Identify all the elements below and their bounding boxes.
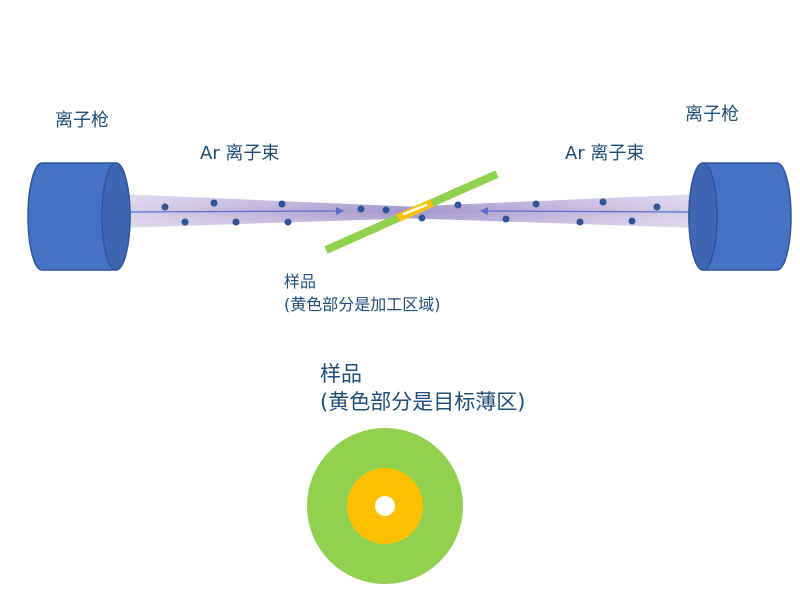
cylinder-face <box>101 162 131 271</box>
ion-dot <box>181 218 189 226</box>
ion-dot <box>576 218 584 226</box>
ion-dot <box>628 217 636 225</box>
ion-dot <box>161 203 169 211</box>
ion-beam-right-label: Ar 离子束 <box>565 143 645 164</box>
ion-dot <box>418 214 426 222</box>
ion-dot <box>284 218 292 226</box>
arrow-left-icon <box>480 207 488 215</box>
sample-top-view <box>307 428 463 584</box>
ion-dot <box>357 205 365 213</box>
ion-dot <box>210 199 218 207</box>
sample-center-hole <box>375 496 395 516</box>
sample-thin-line <box>402 203 428 216</box>
ion-dot <box>502 215 510 223</box>
cylinder-face <box>688 162 718 271</box>
sample-label-bottom: 样品 <box>320 362 362 386</box>
ion-dot <box>382 206 390 214</box>
ion-dot <box>653 203 661 211</box>
ion-gun-left <box>27 162 131 271</box>
ion-gun-right-label: 离子枪 <box>685 104 739 125</box>
ion-dot <box>454 201 462 209</box>
ion-dot <box>599 198 607 206</box>
ion-beam-right <box>400 194 700 228</box>
ion-gun-right <box>688 162 792 271</box>
sample-note-top: (黄色部分是加工区域) <box>284 295 441 314</box>
sample-tilted <box>324 170 499 254</box>
ion-beam-left-label: Ar 离子束 <box>200 143 280 164</box>
ion-particles <box>161 198 661 226</box>
sample-label-top: 样品 <box>284 272 317 291</box>
ion-beam-left <box>118 194 420 228</box>
ion-dot <box>232 218 240 226</box>
arrow-right-icon <box>336 207 344 215</box>
beam-axis-left <box>129 210 337 213</box>
ion-gun-left-label: 离子枪 <box>55 110 109 131</box>
sample-note-bottom: (黄色部分是目标薄区) <box>320 390 526 414</box>
beam-axis-right <box>487 210 691 213</box>
ion-dot <box>532 200 540 208</box>
ion-dot <box>278 200 286 208</box>
